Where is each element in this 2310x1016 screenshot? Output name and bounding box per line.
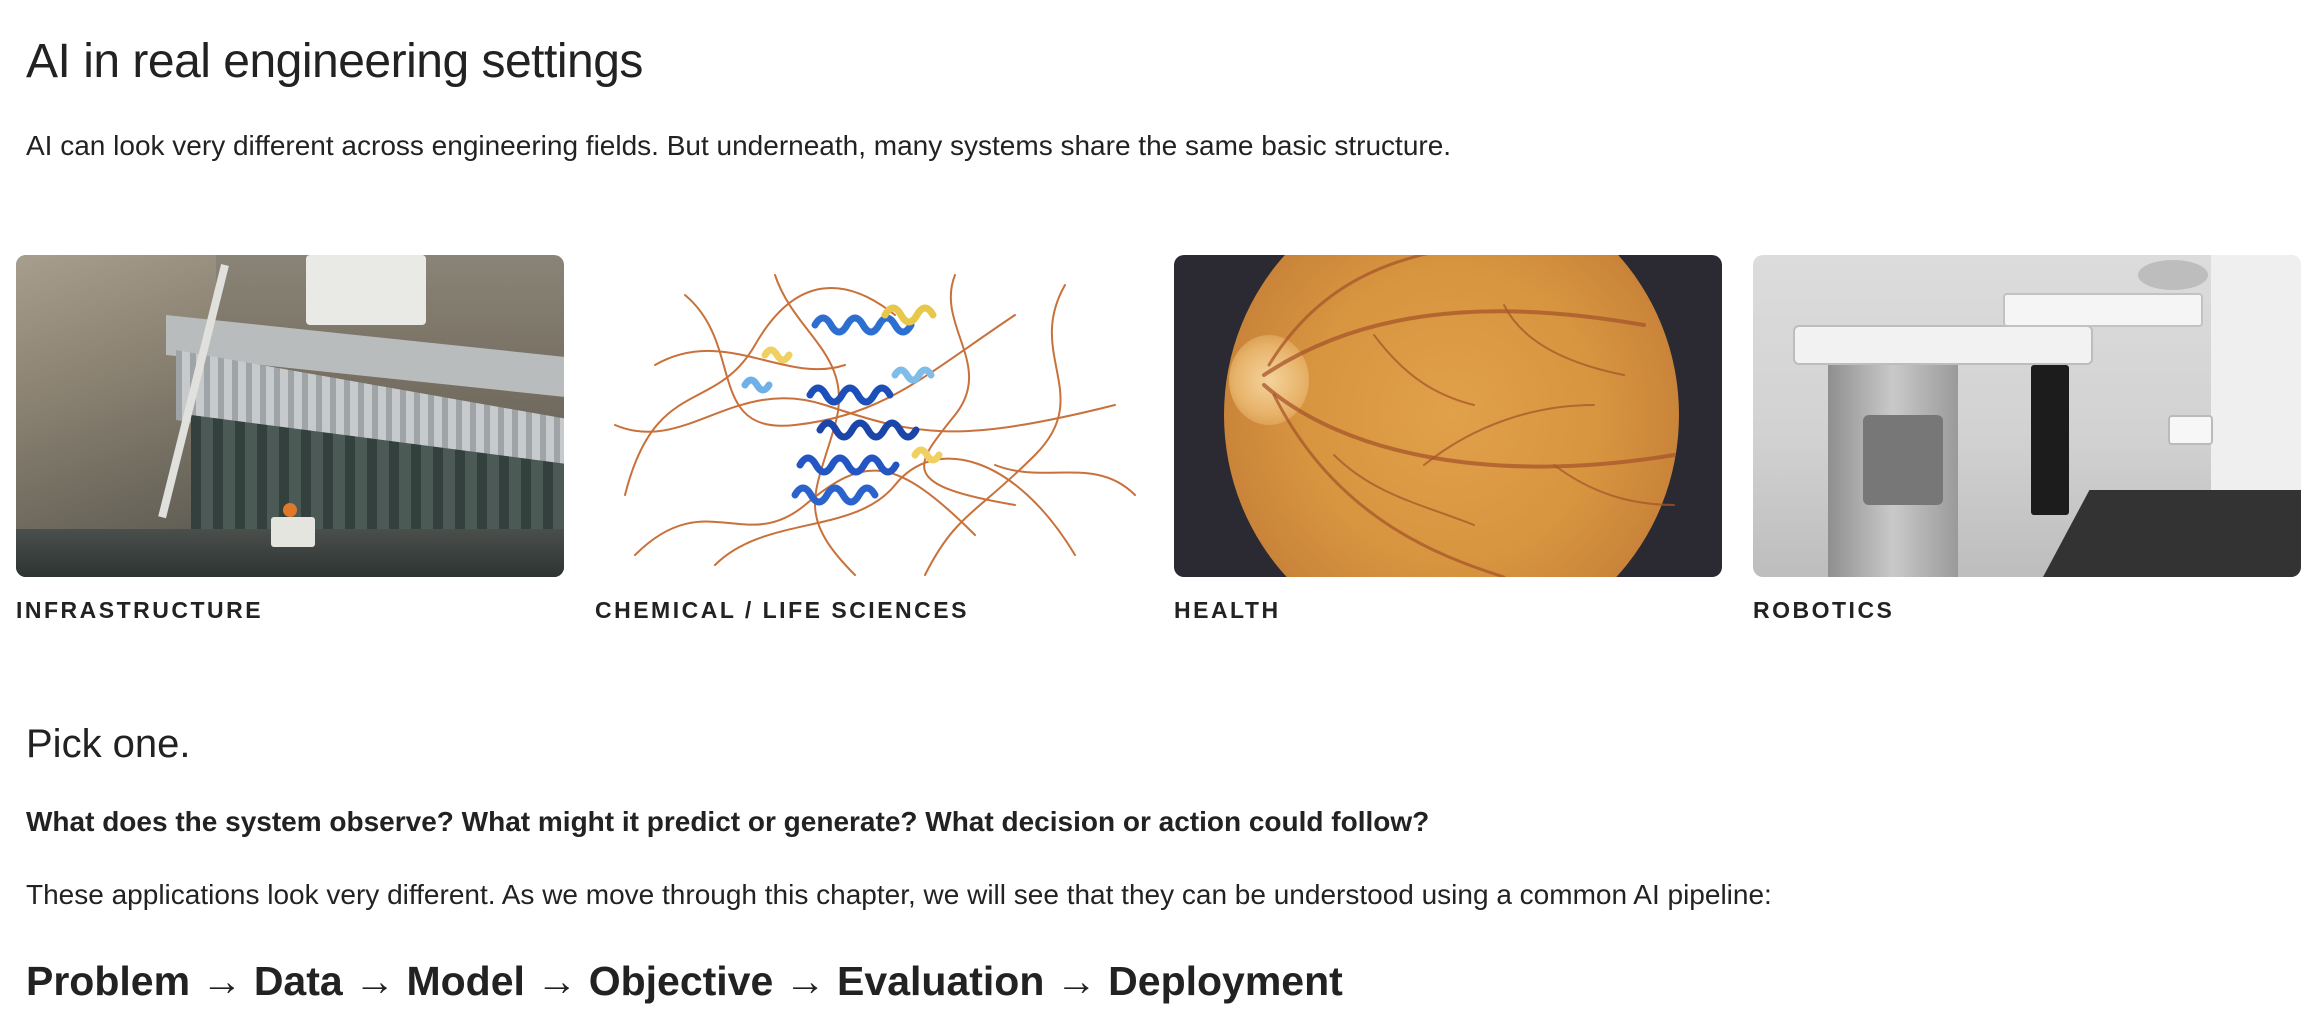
card-chemical-life-sciences: CHEMICAL / LIFE SCIENCES <box>595 255 1143 624</box>
card-caption: ROBOTICS <box>1753 597 1895 623</box>
card-health: HEALTH <box>1174 255 1722 624</box>
retina-image <box>1174 255 1722 577</box>
application-gallery: INFRASTRUCTURE <box>16 255 2301 624</box>
page-title: AI in real engineering settings <box>26 35 643 88</box>
guiding-question: What does the system observe? What might… <box>26 806 1430 837</box>
card-robotics: ROBOTICS <box>1753 255 2301 624</box>
bridge-inspection-image <box>16 255 564 577</box>
card-infrastructure: INFRASTRUCTURE <box>16 255 564 624</box>
body-paragraph: These applications look very different. … <box>26 879 1772 910</box>
intro-paragraph: AI can look very different across engine… <box>26 130 1452 161</box>
section-heading: Pick one. <box>26 722 191 766</box>
protein-structure-image <box>595 255 1143 577</box>
card-caption: INFRASTRUCTURE <box>16 597 264 623</box>
card-caption: CHEMICAL / LIFE SCIENCES <box>595 597 969 623</box>
robot-arm-image <box>1753 255 2301 577</box>
card-caption: HEALTH <box>1174 597 1281 623</box>
ai-pipeline-heading: Problem → Data → Model → Objective → Eva… <box>26 958 1343 1004</box>
